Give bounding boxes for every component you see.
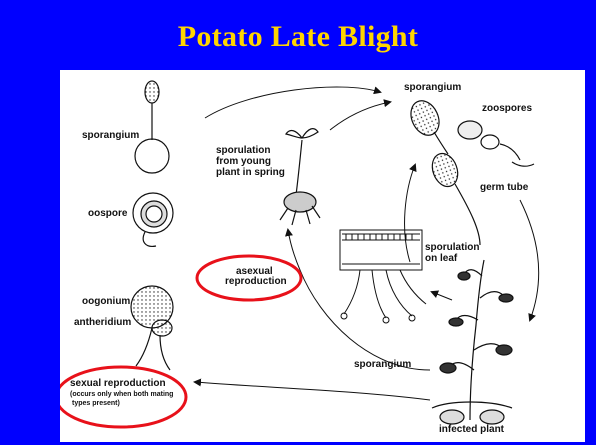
sexual-note-line2: types present) [72,400,120,408]
infected-plant-label: infected plant [439,424,504,435]
infected-plant-illustration [432,260,513,424]
sporangium-left-label: sporangium [82,130,139,141]
sporulation-leaf-line1: sporulation [425,242,479,253]
leaf-section-illustration [340,230,426,323]
cycle-arrows [195,87,539,400]
oogonium-illustration [131,286,173,370]
sporangium-bottom-label: sporangium [354,359,411,370]
sporangium-left-illustration [135,81,169,173]
zoospores-label: zoospores [482,103,532,114]
oogonium-label: oogonium [82,296,130,307]
sexual-note-line1: (occurs only when both mating [70,391,173,399]
sexual-reproduction-label: sexual reproduction [70,378,166,389]
oospore-label: oospore [88,208,127,219]
asexual-label-line2: reproduction [225,276,287,287]
sporulation-leaf-line2: on leaf [425,253,457,264]
sporulation-young-line1: sporulation [216,145,270,156]
germ-tube-label: germ tube [480,182,528,193]
young-plant-illustration [280,129,320,225]
sporulation-young-line3: plant in spring [216,167,285,178]
slide-title: Potato Late Blight [0,20,596,54]
sporulation-young-line2: from young [216,156,271,167]
antheridium-label: antheridium [74,317,131,328]
oospore-illustration [133,193,173,246]
life-cycle-diagram: sporangium oospore oogonium antheridium … [60,70,585,442]
sporangium-top-illustration [406,96,534,245]
sporangium-top-label: sporangium [404,82,461,93]
